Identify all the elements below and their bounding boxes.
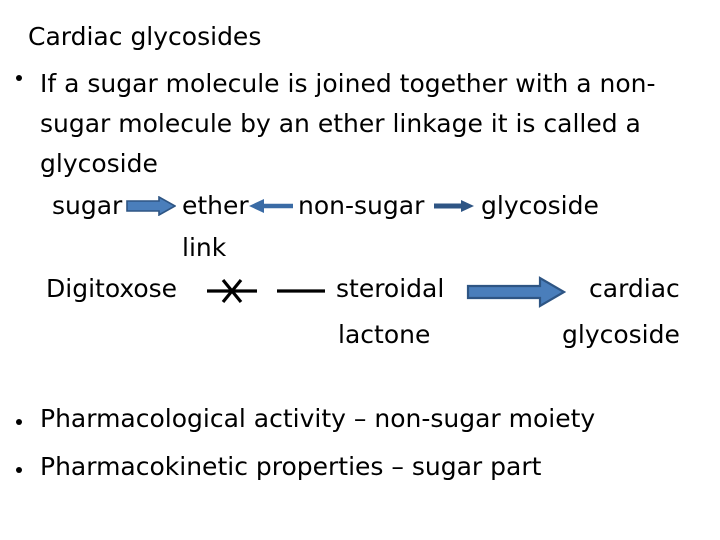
diagram-label-glycoside-row1: glycoside xyxy=(481,191,599,220)
page-title: Cardiac glycosides xyxy=(28,22,262,51)
diagram-label-sugar: sugar xyxy=(52,191,123,220)
diagram-label-cardiac: cardiac xyxy=(589,274,680,303)
diagram-label-lactone: lactone xyxy=(338,320,431,349)
bullet-text-pharmacological-activity: Pharmacological activity – non-sugar moi… xyxy=(40,404,596,433)
diagram-label-digitoxose: Digitoxose xyxy=(46,274,178,303)
diagram-label-ether: ether xyxy=(182,191,249,220)
bullet-text-pharmacokinetic-properties: Pharmacokinetic properties – sugar part xyxy=(40,452,542,481)
bullet-dot-icon xyxy=(16,419,22,425)
diagram-label-glycoside-row2: glycoside xyxy=(562,320,680,349)
bullet-dot-icon xyxy=(16,75,22,81)
bottom-bullet-list: Pharmacological activity – non-sugar moi… xyxy=(14,400,704,496)
line-arrow-left-icon xyxy=(248,197,294,215)
line-arrow-right-icon xyxy=(433,197,475,215)
list-item: Pharmacological activity – non-sugar moi… xyxy=(14,400,704,448)
bullet-dot-icon xyxy=(16,467,22,473)
plain-link-line-icon xyxy=(276,288,326,294)
diagram-label-non-sugar: non-sugar xyxy=(298,191,425,220)
diagram-label-steroidal: steroidal xyxy=(336,274,445,303)
block-arrow-right-large-icon xyxy=(466,276,566,308)
blocked-link-x-icon xyxy=(206,277,258,305)
list-item: Pharmacokinetic properties – sugar part xyxy=(14,448,704,496)
block-arrow-right-icon xyxy=(126,196,176,216)
intro-bullet-text: If a sugar molecule is joined together w… xyxy=(40,69,656,178)
diagram-label-link: link xyxy=(182,233,227,262)
